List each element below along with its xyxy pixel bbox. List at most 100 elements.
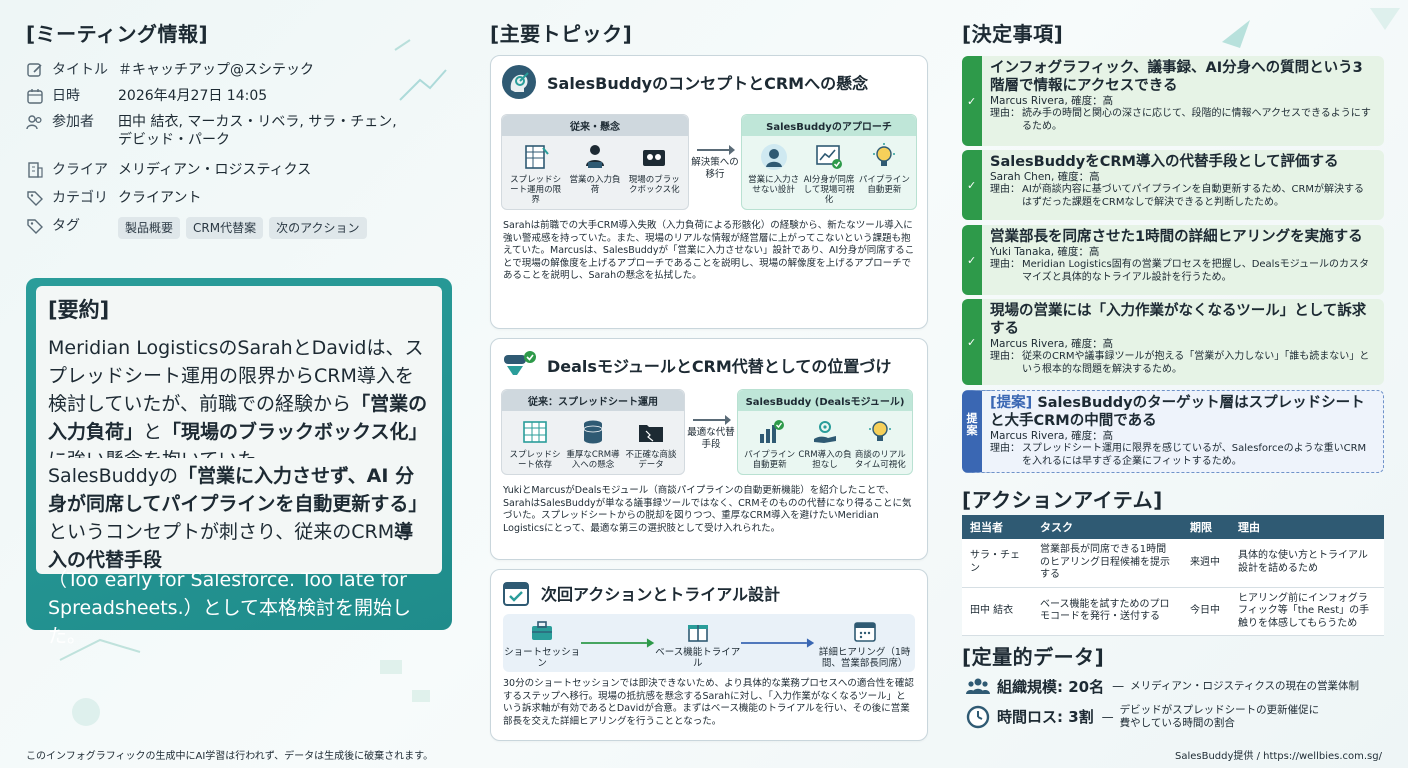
info-value: クライアント xyxy=(118,190,202,206)
info-key: タイトル xyxy=(52,62,108,78)
summary-text-part: というコンセプトが刺さり、従来のCRM xyxy=(48,521,395,543)
column-header: 期限 xyxy=(1182,515,1230,539)
tag-chip[interactable]: 次のアクション xyxy=(269,217,367,239)
actions-heading: [アクションアイテム] xyxy=(962,488,1163,512)
edit-icon xyxy=(27,63,42,77)
summary-text: Meridian LogisticsのSarahとDavidは、スプレッドシート… xyxy=(48,334,430,474)
decision-reason: 理由：読み手の時間と関心の深さに応じて、段階的に情報へアクセスできるようにするた… xyxy=(990,108,1374,133)
card-body-text: 30分のショートセッションでは即決できないため、より具体的な業務プロセスへの適合… xyxy=(503,678,914,727)
panel-item: 不正確な商談データ xyxy=(622,417,680,470)
gift-icon xyxy=(687,624,708,642)
decision-owner: Sarah Chen, 確度：高 xyxy=(990,171,1100,183)
quant-dash: — xyxy=(1112,679,1125,693)
table-cell: 具体的な使い方とトライアル設計を詰めるため xyxy=(1230,539,1384,588)
panel-item: スプレッドシート運用の限界 xyxy=(507,142,565,205)
panel-item-label: 営業に入力させない設計 xyxy=(748,175,800,195)
decision-title: 現場の営業には「入力作業がなくなるツール」として訴求する xyxy=(990,303,1367,337)
summary-tail: （Too early for Salesforce. Too late for … xyxy=(48,569,412,647)
panel-item: スプレッドシート依存 xyxy=(506,417,564,470)
info-key: クライア xyxy=(52,162,108,178)
bar-chart-icon xyxy=(759,420,784,443)
tag-chip[interactable]: CRM代替案 xyxy=(186,217,264,239)
proposal-side-label: 提案 xyxy=(966,412,978,437)
table-cell: 今日中 xyxy=(1182,587,1230,636)
check-icon: ✓ xyxy=(967,179,977,192)
blackbox-icon xyxy=(643,150,666,166)
panel-item: AI分身が同席して現場可視化 xyxy=(801,142,856,205)
info-value: 2026年4月27日 14:05 xyxy=(118,88,268,104)
decision-title: 営業部長を同席させた1時間の詳細ヒアリングを実施する xyxy=(990,229,1363,245)
proposal-title-text: SalesBuddyのターゲット層はスプレッドシートと大手CRMの中間である xyxy=(990,395,1365,429)
quant-key: 時間ロス: 3割 xyxy=(997,708,1094,726)
summary-heading: [要約] xyxy=(48,298,110,322)
card-body-text: YukiとMarcusがDealsモジュール（商談パイプラインの自動更新機能）を… xyxy=(503,485,912,534)
info-key: カテゴリ xyxy=(52,190,108,206)
panel-item-label: スプレッドシート運用の限界 xyxy=(510,175,562,205)
topic-card-concept: SalesBuddyのコンセプトとCRMへの懸念 従来・懸念 スプレッドシート運… xyxy=(490,55,928,329)
lightbulb-icon xyxy=(873,143,896,166)
building-icon xyxy=(28,162,43,178)
panel-item: 重厚なCRM導入への懸念 xyxy=(564,417,622,470)
hand-gear-icon xyxy=(813,421,836,443)
proposal-tag: [提案] xyxy=(990,395,1033,411)
tag-icon xyxy=(27,219,43,234)
proposal-title: [提案] SalesBuddyのターゲット層はスプレッドシートと大手CRMの中間… xyxy=(990,394,1373,430)
panel-items: スプレッドシート依存 重厚なCRM導入への懸念 不正確な商談データ xyxy=(502,411,684,474)
arrow-right-icon xyxy=(581,638,655,648)
reason-text: スプレッドシート運用に限界を感じているが、Salesforceのような重いCRM… xyxy=(1022,443,1367,467)
panel-items: パイプライン自動更新 CRM導入の負担なし 商談のリアルタイム可視化 xyxy=(738,411,912,474)
check-icon: ✓ xyxy=(967,254,977,267)
column-header: 理由 xyxy=(1230,515,1384,539)
tag-chip[interactable]: 製品概要 xyxy=(118,217,181,239)
info-row-category: カテゴリ クライアント xyxy=(26,189,454,207)
panel-after: SalesBuddy (Dealsモジュール) パイプライン自動更新 CRM導入… xyxy=(737,389,913,475)
info-row-title: タイトル ＃キャッチアップ@スシテック xyxy=(26,61,454,79)
calendar-icon xyxy=(853,621,876,642)
spreadsheet-icon xyxy=(524,145,549,169)
group-icon xyxy=(966,678,990,694)
card-title: DealsモジュールとCRM代替としての位置づけ xyxy=(547,357,892,376)
table-cell: ベース機能を試すためのプロモコードを発行・送付する xyxy=(1032,587,1182,636)
step-label: 詳細ヒアリング（1時間、営業部長同席） xyxy=(818,646,911,669)
topics-section: [主要トピック] xyxy=(490,18,930,55)
table-cell: 田中 結衣 xyxy=(962,587,1032,636)
database-icon xyxy=(583,420,603,444)
topics-heading: [主要トピック] xyxy=(490,22,633,46)
reason-label: 理由： xyxy=(990,259,1020,270)
quant-desc: メリディアン・ロジスティクスの現在の営業体制 xyxy=(1130,679,1360,692)
proposal-reason: 理由：スプレッドシート運用に限界を感じているが、Salesforceのような重い… xyxy=(990,443,1373,468)
summary-bold: 「営業の入力負荷」 xyxy=(48,393,428,443)
calendar-check-icon xyxy=(503,582,529,606)
summary-bold: 「営業に入力させず、AI 分身が同席してパイプラインを自動更新する」 xyxy=(48,465,428,515)
decision-item: ✓ SalesBuddyをCRM導入の代替手段として評価する Sarah Che… xyxy=(962,150,1384,220)
decision-reason: 理由：従来のCRMや議事録ツールが抱える「営業が入力しない」「誰も読まない」とい… xyxy=(990,351,1374,376)
info-value: 田中 結衣, マーカス・リベラ, サラ・チェン, デビッド・パーク xyxy=(118,114,397,148)
panel-item-label: 不正確な商談データ xyxy=(625,450,677,470)
decision-item: ✓ インフォグラフィック、議事録、AI分身への質問という3階層で情報にアクセスで… xyxy=(962,56,1384,146)
info-key: 日時 xyxy=(52,88,80,104)
quant-desc: デビッドがスプレッドシートの更新催促に費やしている時間の割合 xyxy=(1119,704,1320,729)
panel-item-label: パイプライン自動更新 xyxy=(858,175,910,195)
panel-item-label: CRM導入の負担なし xyxy=(798,450,852,470)
step-item: ショートセッション xyxy=(503,618,581,669)
panel-heading: 従来・懸念 xyxy=(502,115,688,136)
column-header: 担当者 xyxy=(962,515,1032,539)
panel-item: パイプライン自動更新 xyxy=(742,417,797,470)
quant-row: 時間ロス: 3割 — デビッドがスプレッドシートの更新催促に費やしている時間の割… xyxy=(966,704,1376,729)
info-key: タグ xyxy=(52,218,80,234)
tag-list: 製品概要 CRM代替案 次のアクション xyxy=(118,217,367,239)
panel-before: 従来・懸念 スプレッドシート運用の限界 営業の入力負荷 現場のブラックボックス化 xyxy=(501,114,689,210)
panel-after: SalesBuddyのアプローチ 営業に入力させない設計 AI分身が同席して現場… xyxy=(741,114,917,210)
decision-item: ✓ 現場の営業には「入力作業がなくなるツール」として訴求する Marcus Ri… xyxy=(962,299,1384,385)
summary-bold: 「現場のブラックボックス化」 xyxy=(162,421,428,443)
card-body-text: Sarahは前職での大手CRM導入失敗（入力負荷による形骸化）の経験から、新たな… xyxy=(503,220,915,281)
footer-credit[interactable]: SalesBuddy提供 / https://wellbies.com.sg/ xyxy=(1174,751,1382,762)
panel-items: スプレッドシート運用の限界 営業の入力負荷 現場のブラックボックス化 xyxy=(502,136,688,209)
table-row: 田中 結衣 ベース機能を試すためのプロモコードを発行・送付する 今日中 ヒアリン… xyxy=(962,587,1384,636)
panel-items: 営業に入力させない設計 AI分身が同席して現場可視化 パイプライン自動更新 xyxy=(742,136,916,209)
card-header: 次回アクションとトライアル設計 xyxy=(491,570,927,608)
info-row-tags: タグ 製品概要 CRM代替案 次のアクション xyxy=(26,217,454,239)
arrow-label: 解決策への移行 xyxy=(691,157,739,180)
panel-item: 現場のブラックボックス化 xyxy=(625,142,683,205)
head-target-icon xyxy=(502,65,536,99)
